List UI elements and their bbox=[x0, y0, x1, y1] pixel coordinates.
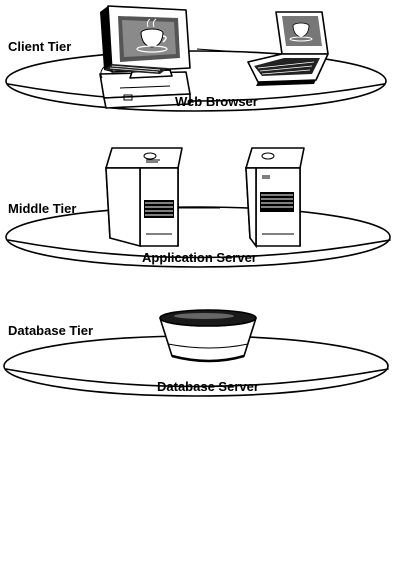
database-tier-platform bbox=[3, 335, 389, 397]
web-browser-label: Web Browser bbox=[175, 94, 258, 109]
database-cylinder-icon bbox=[159, 309, 257, 363]
client-tier-label: Client Tier bbox=[8, 39, 71, 54]
application-server-label: Application Server bbox=[142, 250, 257, 265]
server-tower-icon bbox=[105, 147, 183, 248]
laptop-icon bbox=[247, 11, 329, 86]
database-server-label: Database Server bbox=[157, 379, 259, 394]
server-tower-icon bbox=[245, 147, 305, 249]
middle-tier-label: Middle Tier bbox=[8, 201, 76, 216]
database-tier-label: Database Tier bbox=[8, 323, 93, 338]
database-tier: Database Tier Database Server bbox=[3, 309, 389, 397]
client-connector-line bbox=[196, 48, 241, 53]
desktop-computer-icon bbox=[99, 5, 191, 109]
client-tier: Client Tier bbox=[5, 5, 387, 112]
middle-tier: Middle Tier Application Server bbox=[5, 147, 391, 268]
